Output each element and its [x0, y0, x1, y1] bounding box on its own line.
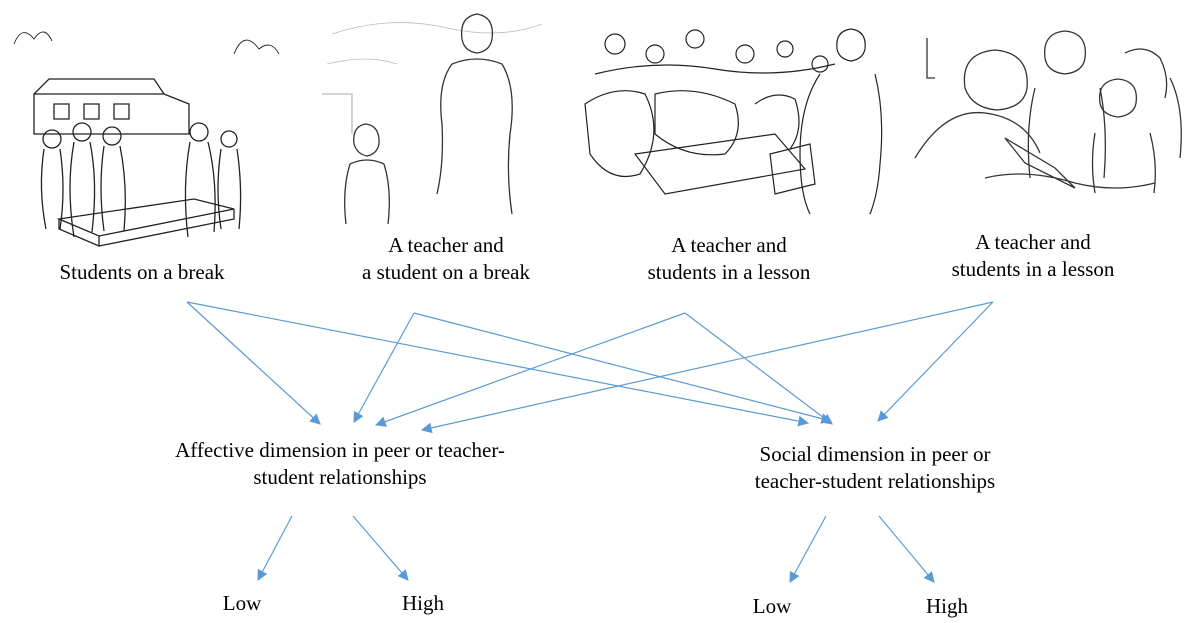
- label-line: A teacher and: [671, 233, 787, 257]
- label-social-low: Low: [752, 594, 792, 618]
- label-affective-high: High: [402, 591, 444, 615]
- arrow-scene2-to-affective: [353, 312, 415, 423]
- arrow-scene4-to-social: [877, 301, 994, 422]
- label-affective-dimension: Affective dimension in peer or teacher- …: [130, 437, 550, 491]
- label-social-high: High: [926, 594, 968, 618]
- label-social-dimension: Social dimension in peer or teacher-stud…: [700, 441, 1050, 495]
- sketch-students-break: [4, 4, 294, 254]
- arrow-scene3-to-affective: [374, 312, 686, 427]
- label-line: A teacher and: [975, 230, 1091, 254]
- label-line: Students on a break: [59, 260, 225, 284]
- sketch-teacher-students-lesson-1: [575, 4, 885, 219]
- arrow-affective-to-low: [257, 515, 293, 581]
- label-students-break: Students on a break: [14, 259, 270, 286]
- label-teacher-students-lesson-1: A teacher and students in a lesson: [620, 232, 838, 286]
- label-teacher-students-lesson-2: A teacher and students in a lesson: [924, 229, 1142, 283]
- label-line: Social dimension in peer or: [759, 442, 991, 466]
- label-line: teacher-student relationships: [754, 469, 996, 493]
- label-line: student relationships: [253, 465, 427, 489]
- sketch-teacher-students-lesson-2: [905, 28, 1190, 218]
- arrow-scene1-to-social: [186, 301, 810, 427]
- arrow-social-to-high: [878, 515, 935, 583]
- arrow-scene2-to-social: [413, 312, 833, 424]
- arrow-scene3-to-social: [684, 312, 833, 425]
- arrow-scene4-to-affective: [420, 301, 994, 434]
- label-line: a student on a break: [362, 260, 530, 284]
- label-line: students in a lesson: [647, 260, 811, 284]
- label-line: students in a lesson: [951, 257, 1115, 281]
- sketch-teacher-student-break: [312, 4, 564, 229]
- arrow-affective-to-high: [352, 515, 409, 581]
- label-affective-low: Low: [222, 591, 262, 615]
- label-line: A teacher and: [388, 233, 504, 257]
- label-teacher-student-break: A teacher and a student on a break: [330, 232, 562, 286]
- arrow-scene1-to-affective: [186, 301, 321, 425]
- label-line: Affective dimension in peer or teacher-: [175, 438, 505, 462]
- arrow-social-to-low: [789, 515, 827, 583]
